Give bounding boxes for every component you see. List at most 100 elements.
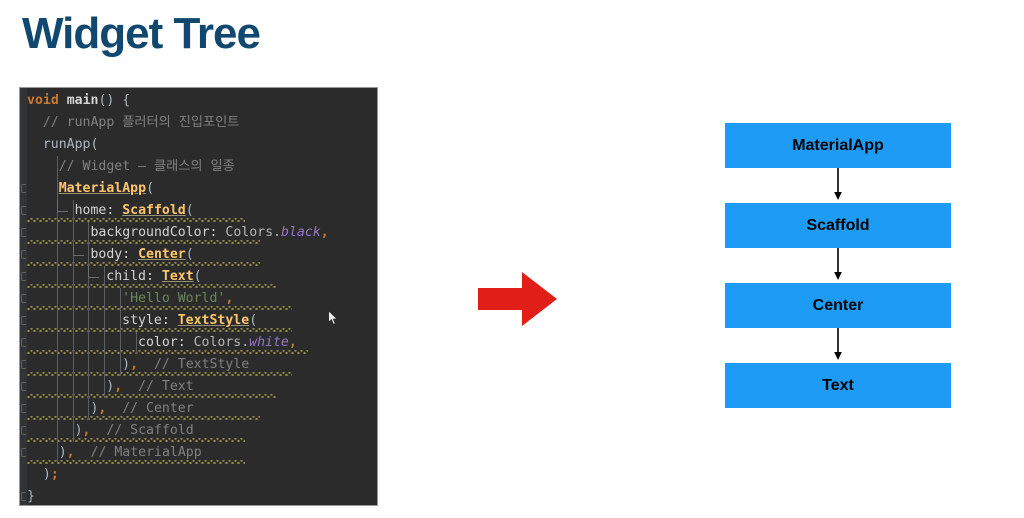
code-token: , [82, 423, 91, 438]
widget-tree-node-scaffold[interactable]: Scaffold [725, 203, 951, 248]
code-token: // Scaffold [90, 423, 194, 438]
indent-guide [56, 244, 58, 266]
code-line: ), // Center [21, 398, 377, 420]
indent-guide [56, 420, 58, 442]
fold-marker-icon[interactable] [21, 426, 26, 435]
indent-guide [104, 266, 106, 288]
warning-squiggle [27, 218, 245, 222]
fold-marker-icon[interactable] [21, 228, 26, 237]
widget-tree-node-center[interactable]: Center [725, 283, 951, 328]
fold-marker-icon[interactable] [21, 206, 26, 215]
fold-marker-icon[interactable] [21, 250, 26, 259]
code-text: body: Center( [27, 247, 193, 262]
code-token: ( [185, 203, 194, 218]
widget-tree-node-label: Scaffold [806, 216, 870, 234]
code-token: , [114, 379, 123, 394]
fold-marker-icon[interactable] [21, 294, 26, 303]
warning-squiggle [27, 350, 309, 354]
code-token: , [98, 401, 107, 416]
indent-guide [56, 376, 58, 398]
code-token: ) [58, 445, 67, 460]
indent-guide [120, 332, 122, 354]
code-token: ) [106, 379, 115, 394]
code-line: // Widget – 클래스의 일종 [27, 156, 377, 178]
code-token: ( [146, 181, 155, 196]
code-line: child: Text( [21, 266, 377, 288]
code-line: 'Hello World', [21, 288, 377, 310]
code-line: ), // Scaffold [21, 420, 377, 442]
code-token: ; [50, 467, 59, 482]
indent-guide [72, 420, 74, 442]
fold-marker-icon[interactable] [21, 492, 26, 501]
warning-squiggle [27, 306, 293, 310]
indent-guide [120, 310, 122, 332]
code-token: Colors. [225, 225, 281, 240]
indent-guide [72, 398, 74, 420]
fold-marker-icon[interactable] [21, 338, 26, 347]
code-text: color: Colors.white, [27, 335, 297, 350]
fold-marker-icon[interactable] [21, 448, 26, 457]
code-token: runApp( [42, 137, 99, 152]
code-text: ), // Text [27, 379, 193, 394]
indent-elbow [56, 200, 68, 212]
code-line: ), // TextStyle [21, 354, 377, 376]
indent-guide [72, 310, 74, 332]
indent-guide [72, 288, 74, 310]
code-token: backgroundColor: [90, 225, 226, 240]
code-token: main [66, 93, 99, 108]
indent-guide [56, 266, 58, 288]
code-token: ( [249, 313, 258, 328]
warning-squiggle [27, 416, 261, 420]
fold-marker-icon[interactable] [21, 316, 26, 325]
right-arrow-icon [478, 272, 557, 326]
fold-marker-icon[interactable] [21, 382, 26, 391]
code-token: () { [98, 93, 131, 108]
code-token: , [66, 445, 75, 460]
fold-marker-icon[interactable] [21, 404, 26, 413]
fold-marker-icon[interactable] [21, 272, 26, 281]
code-line: MaterialApp( [21, 178, 377, 200]
warning-squiggle [27, 460, 245, 464]
warning-squiggle [27, 372, 293, 376]
widget-tree-node-text[interactable]: Text [725, 363, 951, 408]
indent-guide [88, 244, 90, 266]
code-line: ), // MaterialApp [21, 442, 377, 464]
code-line: style: TextStyle( [21, 310, 377, 332]
code-token: // runApp 플러터의 진입포인트 [42, 115, 240, 130]
code-token: MaterialApp [58, 181, 147, 196]
indent-guide [72, 266, 74, 288]
indent-guide [104, 310, 106, 332]
code-line: ), // Text [21, 376, 377, 398]
code-token: , [288, 335, 297, 350]
code-line: // runApp 플러터의 진입포인트 [27, 112, 377, 134]
code-text: 'Hello World', [27, 291, 233, 306]
warning-squiggle [27, 438, 245, 442]
warning-squiggle [27, 328, 293, 332]
widget-tree-node-label: MaterialApp [792, 136, 884, 154]
code-token: child: [106, 269, 162, 284]
code-token: } [27, 489, 35, 504]
fold-marker-icon[interactable] [21, 360, 26, 369]
widget-tree-node-materialapp[interactable]: MaterialApp [725, 123, 951, 168]
code-line: void main() { [27, 90, 377, 112]
indent-guide [72, 332, 74, 354]
indent-elbow [88, 266, 100, 278]
code-text: ), // Scaffold [27, 423, 194, 438]
indent-guide [56, 156, 58, 178]
indent-guide [88, 376, 90, 398]
code-token: , [225, 291, 234, 306]
indent-guide [104, 288, 106, 310]
fold-marker-icon[interactable] [21, 184, 26, 193]
indent-guide [120, 354, 122, 376]
indent-guide [88, 310, 90, 332]
warning-squiggle [27, 262, 261, 266]
code-token: ) [122, 357, 131, 372]
code-token: Scaffold [122, 203, 186, 218]
indent-guide [136, 332, 138, 354]
code-token: style: [122, 313, 178, 328]
code-text: ), // MaterialApp [27, 445, 202, 460]
code-token: void [27, 93, 67, 108]
code-text: ), // TextStyle [27, 357, 249, 372]
indent-guide [56, 332, 58, 354]
code-token: Colors. [193, 335, 250, 350]
